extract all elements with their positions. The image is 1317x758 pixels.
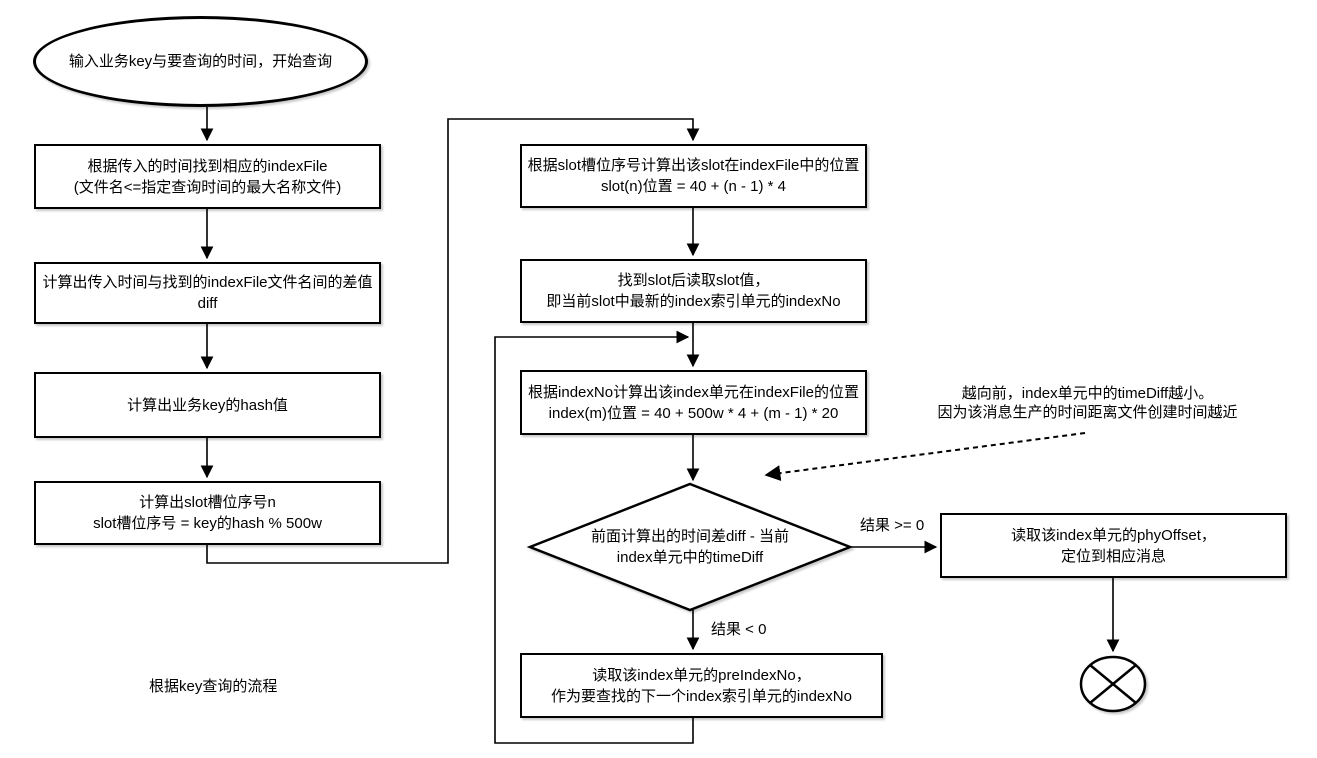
annotation-line: 因为该消息生产的时间距离文件创建时间越近 xyxy=(937,404,1238,421)
node-text-line: (文件名<=指定查询时间的最大名称文件) xyxy=(73,178,342,196)
node-text-line: 根据indexNo计算出该index单元在indexFile的位置 xyxy=(528,383,859,401)
node-text-line: 根据slot槽位序号计算出该slot在indexFile中的位置 xyxy=(527,157,860,174)
annotation-note: 越向前，index单元中的timeDiff越小。 因为该消息生产的时间距离文件创… xyxy=(860,384,1315,422)
node-text-line: 读取该index单元的phyOffset， xyxy=(1011,526,1216,544)
node-start-text: 输入业务key与要查询的时间，开始查询 xyxy=(68,53,333,70)
node-text-line: 计算出slot槽位序号n xyxy=(139,494,276,511)
end-terminator-icon xyxy=(1079,655,1147,713)
node-index-position: 根据indexNo计算出该index单元在indexFile的位置 index(… xyxy=(520,370,867,435)
edge-label-result-lt-0: 结果 < 0 xyxy=(711,621,767,638)
node-text-line: 读取该index单元的preIndexNo， xyxy=(592,666,811,684)
node-text-line: 定位到相应消息 xyxy=(1060,547,1166,565)
annotation-line: 越向前，index单元中的timeDiff越小。 xyxy=(961,385,1214,402)
node-text-line: slot(n)位置 = 40 + (n - 1) * 4 xyxy=(600,178,787,195)
node-text-line: 前面计算出的时间差diff - 当前 xyxy=(590,528,790,545)
node-start: 输入业务key与要查询的时间，开始查询 xyxy=(33,16,368,107)
node-text-line: index单元中的timeDiff xyxy=(616,549,764,566)
diagram-caption: 根据key查询的流程 xyxy=(149,678,278,695)
node-decision-text: 前面计算出的时间差diff - 当前 index单元中的timeDiff xyxy=(530,524,850,570)
node-text-line: slot槽位序号 = key的hash % 500w xyxy=(93,515,322,532)
node-slot-position: 根据slot槽位序号计算出该slot在indexFile中的位置 slot(n)… xyxy=(520,144,867,208)
node-read-slot: 找到slot后读取slot值， 即当前slot中最新的index索引单元的ind… xyxy=(520,259,867,323)
node-text-line: diff xyxy=(197,295,218,312)
node-read-phy-offset: 读取该index单元的phyOffset， 定位到相应消息 xyxy=(940,513,1287,578)
edge-label-result-ge-0: 结果 >= 0 xyxy=(860,517,925,534)
node-calc-hash: 计算出业务key的hash值 xyxy=(34,372,381,438)
node-find-index-file: 根据传入的时间找到相应的indexFile (文件名<=指定查询时间的最大名称文… xyxy=(34,144,381,209)
node-calc-diff: 计算出传入时间与找到的indexFile文件名间的差值 diff xyxy=(34,262,381,324)
node-text-line: 计算出传入时间与找到的indexFile文件名间的差值 xyxy=(42,274,373,291)
edge-read-pre-index-loop-back xyxy=(494,330,694,744)
decision-diamond xyxy=(526,482,854,612)
node-text-line: index(m)位置 = 40 + 500w * 4 + (m - 1) * 2… xyxy=(548,404,839,422)
node-text-line: 根据传入的时间找到相应的indexFile xyxy=(87,157,328,175)
edge-calc-slot-to-slot-position xyxy=(206,118,700,564)
annotation-arrow xyxy=(764,432,1086,482)
node-text-line: 找到slot后读取slot值， xyxy=(617,272,770,289)
node-read-pre-index: 读取该index单元的preIndexNo， 作为要查找的下一个index索引单… xyxy=(520,653,883,718)
node-calc-slot: 计算出slot槽位序号n slot槽位序号 = key的hash % 500w xyxy=(34,481,381,545)
node-text-line: 即当前slot中最新的index索引单元的indexNo xyxy=(546,293,841,310)
node-text-line: 计算出业务key的hash值 xyxy=(127,396,288,414)
node-text-line: 作为要查找的下一个index索引单元的indexNo xyxy=(551,687,852,705)
